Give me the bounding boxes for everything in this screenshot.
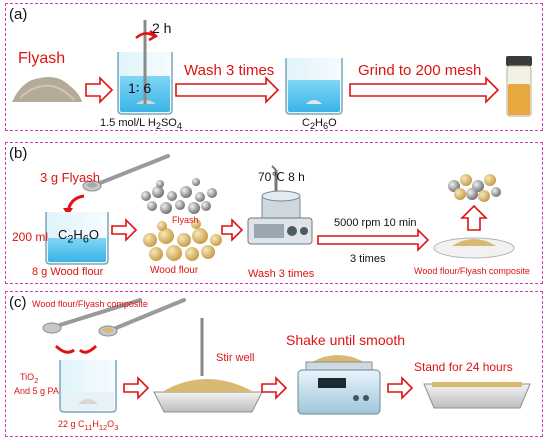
panel-c: (c)	[5, 291, 543, 437]
curing-tray-icon	[423, 382, 531, 409]
ethanol-label: C2H6O	[302, 117, 337, 132]
wash-label: Wash 3 times	[248, 268, 315, 280]
mass-label: 22 g C11H12O3	[58, 419, 119, 432]
arrow-icon	[317, 228, 430, 252]
shake-label: Shake until smooth	[286, 332, 406, 348]
beaker-ethanol-icon	[285, 58, 343, 115]
hotplate-stirrer-icon	[247, 165, 313, 245]
composite-label: Wood flour/Flyash composite	[32, 299, 148, 309]
beaker-acid-icon	[117, 20, 173, 115]
wood-flour-particles-icon	[143, 219, 222, 261]
beaker-ethanol-icon	[45, 212, 109, 265]
wood-amount-label: 8 g Wood flour	[32, 266, 104, 278]
panel-b: (b)	[5, 142, 543, 284]
flyash-label: Flyash	[18, 50, 66, 67]
up-arrow-icon	[460, 204, 488, 231]
ethanol-label: C2H6O	[58, 227, 99, 246]
stir-label: Stir well	[216, 352, 255, 364]
flyash-particles-label: Flyash	[172, 215, 199, 225]
spatula-icon	[98, 298, 186, 337]
panel-b-label: (b)	[9, 145, 28, 162]
arrow-icon	[261, 376, 288, 400]
pour-arrow-icon	[54, 344, 98, 354]
spatula-icon	[42, 298, 142, 334]
grind-label: Grind to 200 mesh	[358, 62, 482, 79]
condition-label: 70℃ 8 h	[258, 170, 305, 184]
arrow-icon	[387, 376, 414, 400]
arrow-icon	[85, 76, 114, 104]
composite-dish-icon	[433, 237, 515, 259]
arrow-icon	[111, 218, 138, 242]
ratio-label: 1∶ 6	[128, 80, 152, 96]
mixing-tray-icon	[153, 318, 263, 413]
wood-flour-label: Wood flour	[150, 265, 199, 276]
arrow-icon	[123, 376, 150, 400]
arrow-icon	[175, 76, 280, 104]
volume-label: 200 ml	[12, 230, 49, 244]
flyash-pile-icon	[12, 77, 82, 102]
flyash-particles-icon	[141, 178, 217, 214]
composite-label: Wood flour/Flyash composite	[414, 266, 530, 276]
repeat-label: 3 times	[350, 253, 386, 265]
pa-label: And 5 g PA	[14, 386, 59, 396]
arrow-icon	[349, 76, 500, 104]
sample-vial-icon	[506, 56, 532, 117]
wash-label: Wash 3 times	[184, 62, 275, 79]
beaker-mixture-icon	[59, 360, 117, 413]
stand-label: Stand for 24 hours	[414, 360, 513, 374]
acid-label: 1.5 mol/L H2SO4	[100, 117, 182, 132]
shaker-machine-icon	[297, 355, 381, 415]
composite-particles-icon	[448, 174, 501, 202]
panel-c-label: (c)	[9, 294, 27, 311]
tio2-label: TiO2	[20, 372, 39, 385]
centrifuge-label: 5000 rpm 10 min	[334, 217, 417, 229]
time-label: 2 h	[152, 20, 172, 36]
panel-a: (a)	[5, 3, 543, 131]
arrow-icon	[221, 218, 244, 242]
flyash-amount-label: 3 g Flyash	[40, 170, 100, 185]
spatula-icon	[82, 154, 170, 192]
panel-a-label: (a)	[9, 6, 28, 23]
